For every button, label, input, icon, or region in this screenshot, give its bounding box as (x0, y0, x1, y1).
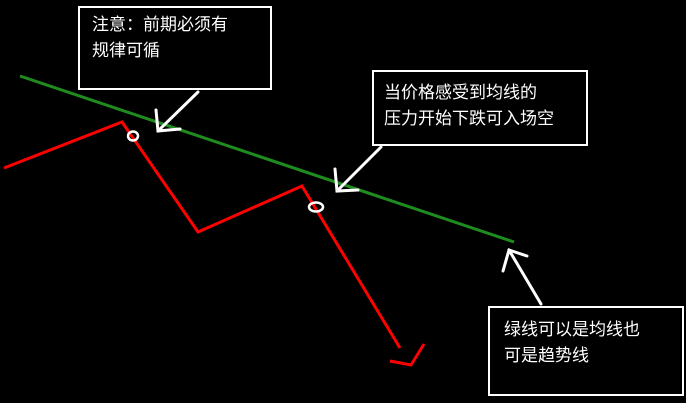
circle-marker-icon (307, 201, 325, 213)
price-line (3, 120, 402, 349)
note2-arrow-icon (333, 145, 383, 193)
price-arrowhead-icon (389, 343, 426, 367)
note-entry-box: 当价格感受到均线的 压力开始下跌可入场空 (372, 70, 588, 146)
note3-arrow-icon (501, 248, 543, 306)
touch-point-marker-1 (126, 130, 140, 142)
note-entry-line1: 当价格感受到均线的 (384, 83, 537, 103)
moving-average-line (19, 74, 515, 244)
note-green-line-box: 绿线可以是均线也 可是趋势线 (488, 306, 684, 396)
note-green-line-line2: 可是趋势线 (504, 346, 589, 366)
note-pattern-box: 注意：前期必须有 规律可循 (78, 6, 272, 90)
note-pattern-line2: 规律可循 (92, 41, 160, 61)
circle-marker-icon (126, 130, 140, 142)
touch-point-marker-2 (307, 201, 325, 213)
note-green-line-line1: 绿线可以是均线也 (504, 320, 640, 340)
note-pattern-line1: 注意：前期必须有 (92, 15, 228, 35)
note1-arrow-icon (154, 90, 200, 133)
note-entry-line2: 压力开始下跌可入场空 (384, 109, 554, 129)
